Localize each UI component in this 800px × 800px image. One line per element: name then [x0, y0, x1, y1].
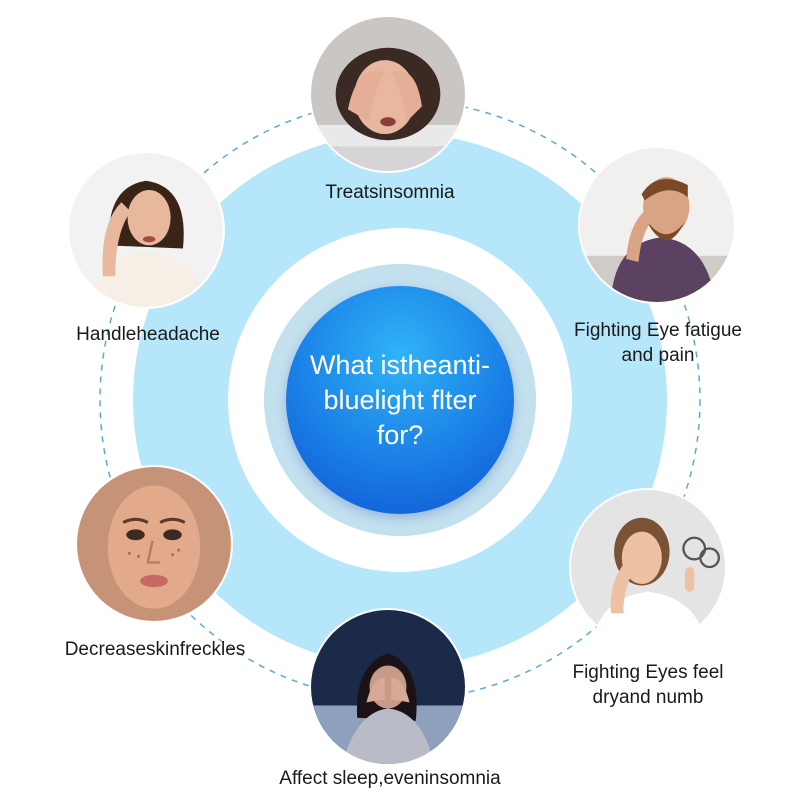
benefit-label-treats-insomnia: Treatsinsomnia [325, 182, 455, 203]
benefit-label-dry-numb: Fighting Eyes feel dryand numb [572, 662, 724, 708]
woman-sleepless-night-photo [311, 610, 465, 764]
center-circle: What istheanti-bluelight flter for? [286, 286, 514, 514]
benefit-label-eye-fatigue: Fighting Eye fatigue and pain [574, 320, 742, 366]
woman-holding-glasses-photo [571, 490, 725, 644]
freckled-face-photo [77, 467, 231, 621]
benefit-label-skin-freckles: Decreaseskinfreckles [64, 639, 246, 660]
man-rubbing-eyes-photo [580, 148, 734, 302]
woman-headache-photo [69, 153, 223, 307]
center-title: What istheanti-bluelight flter for? [309, 349, 491, 450]
benefit-label-affect-sleep: Affect sleep,eveninsomnia [279, 768, 501, 789]
benefit-label-headache: Handleheadache [76, 324, 220, 345]
woman-covering-face-photo [311, 17, 465, 171]
